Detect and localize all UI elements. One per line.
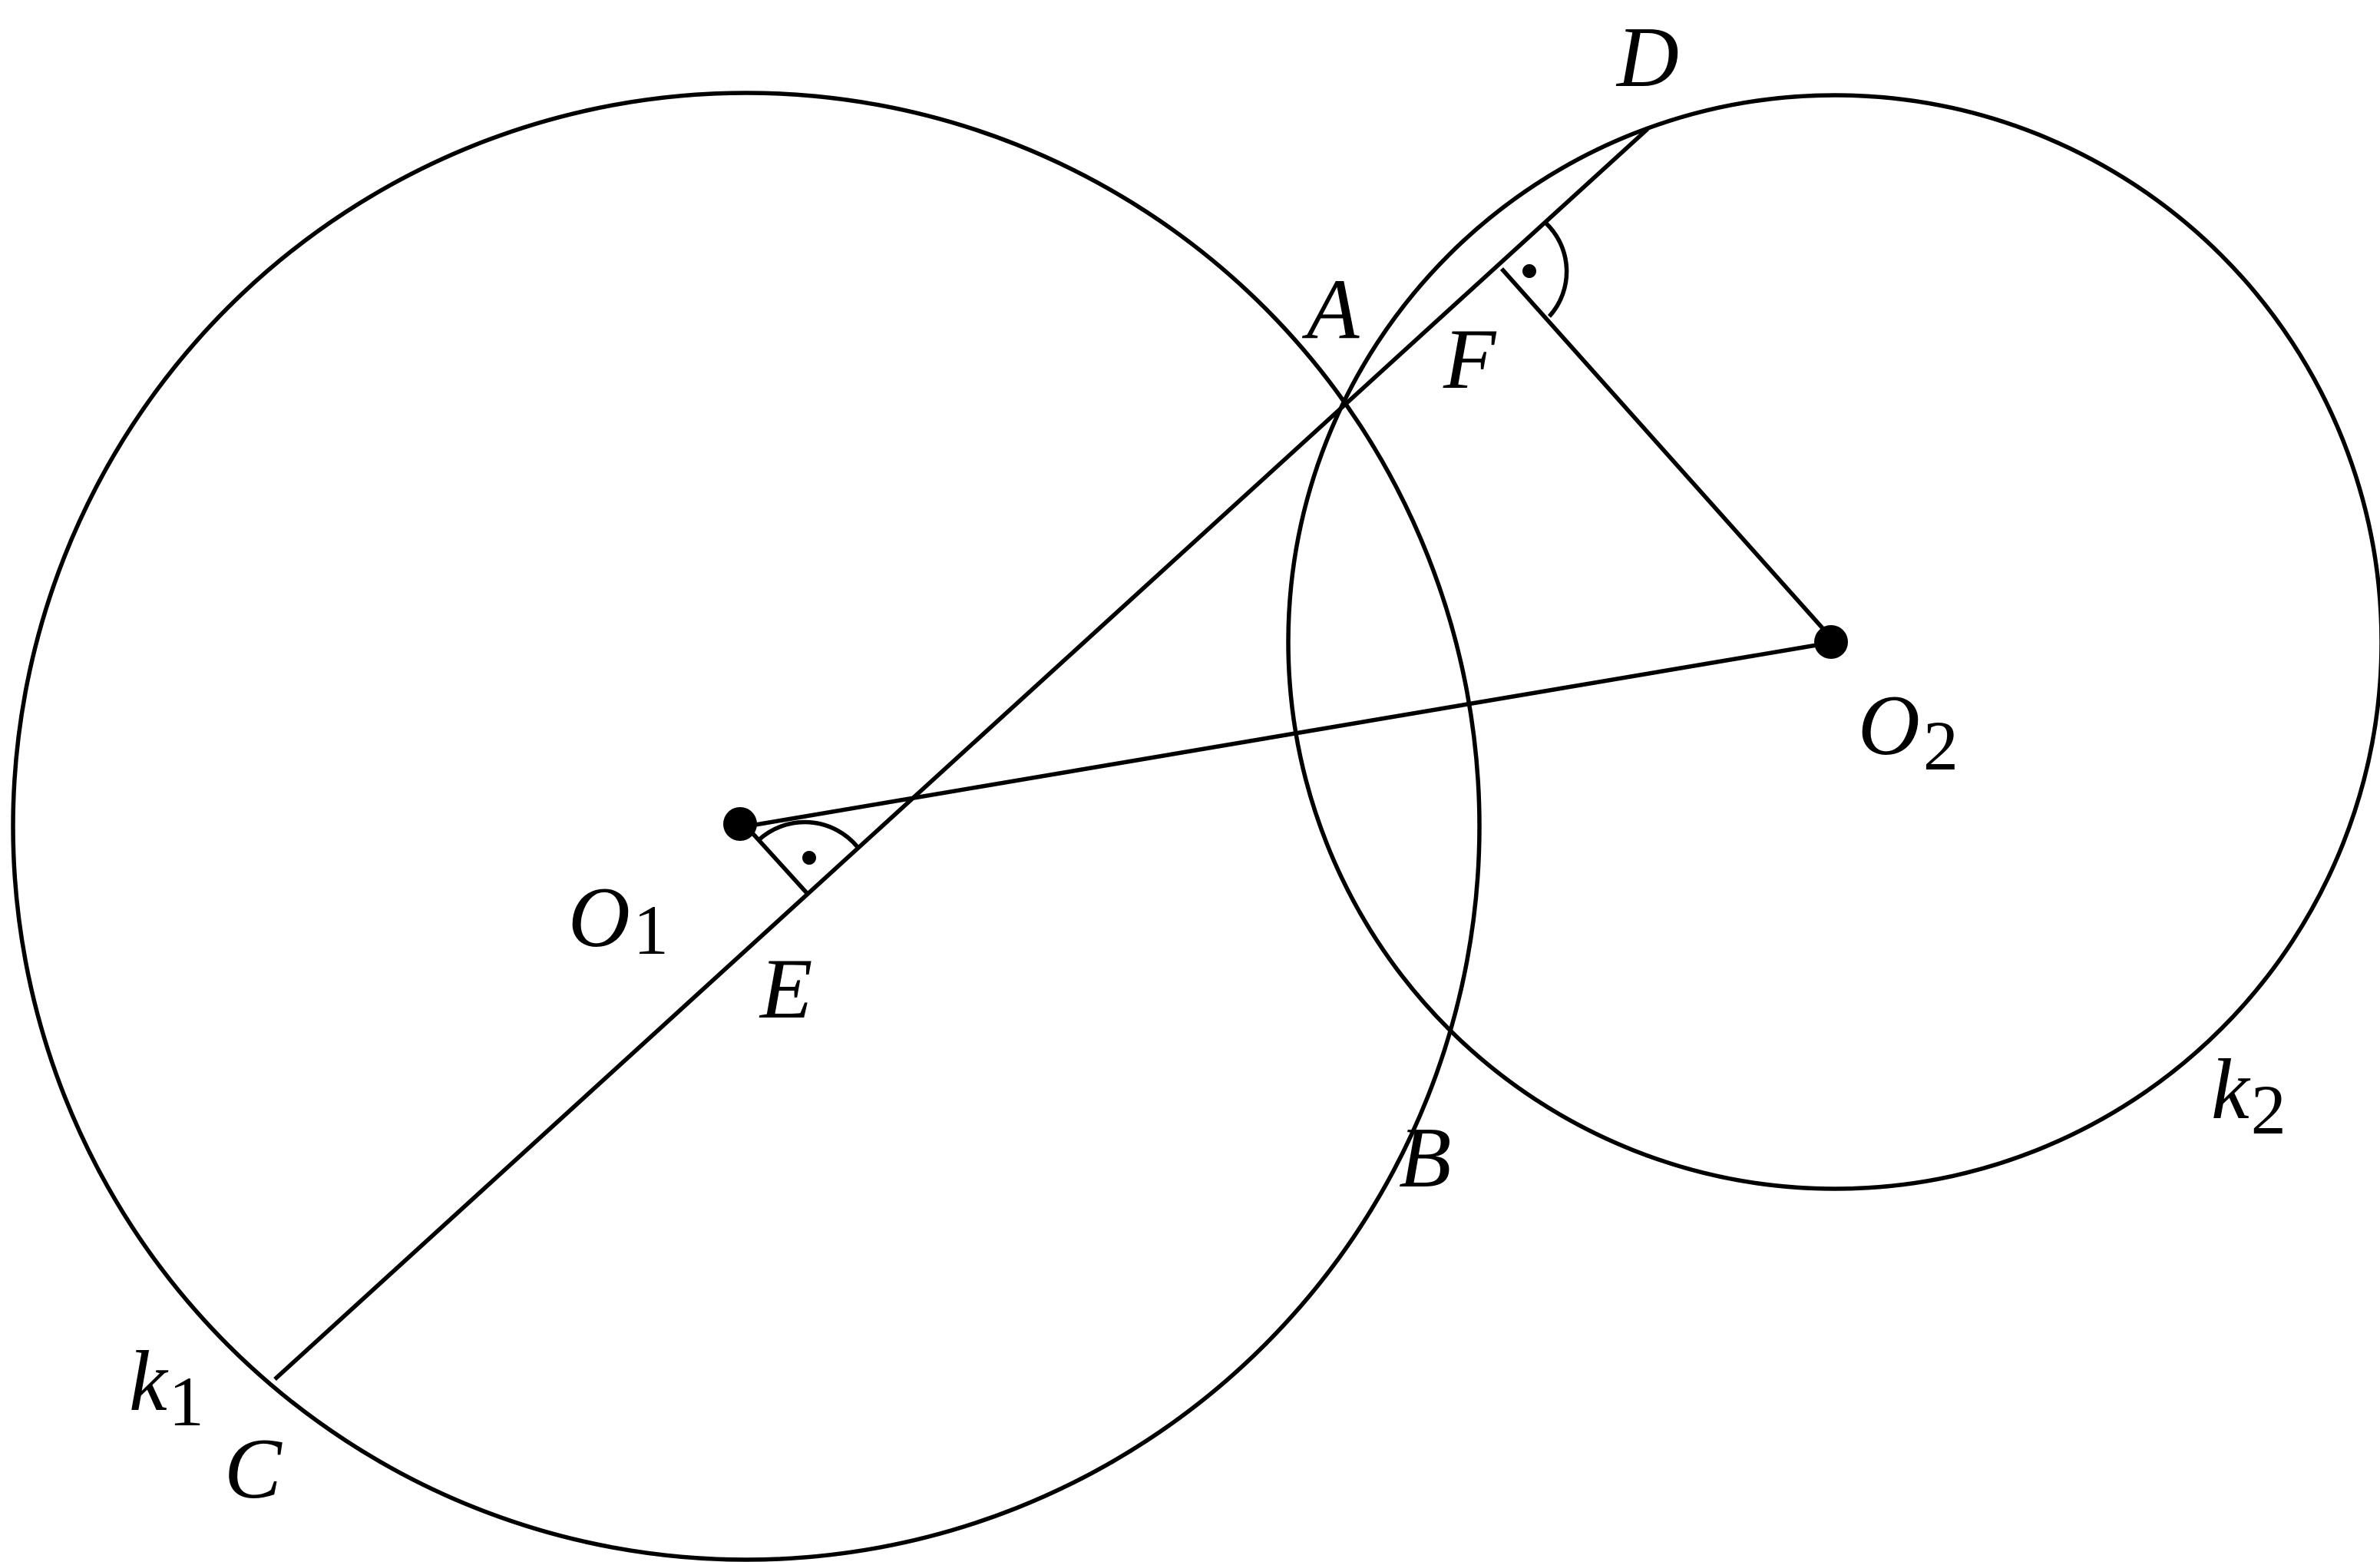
right-angle-dot-F xyxy=(1522,264,1536,278)
label-k1-letter: k xyxy=(129,1334,169,1429)
segment-O1-O2 xyxy=(745,640,1836,829)
label-A: A xyxy=(1301,262,1360,357)
segment-O1-E xyxy=(744,825,809,895)
label-k2: k2 xyxy=(2211,1042,2286,1149)
label-F: F xyxy=(1443,312,1497,407)
label-O1-letter: O xyxy=(568,870,630,965)
right-angle-dot-E xyxy=(802,851,816,865)
label-O2-letter: O xyxy=(1858,678,1920,773)
center-point-O2 xyxy=(1814,625,1848,659)
center-point-O1 xyxy=(723,807,757,841)
label-C: C xyxy=(224,1421,283,1517)
label-k1: k1 xyxy=(129,1334,204,1441)
label-O1: O1 xyxy=(568,870,669,969)
segment-O2-F xyxy=(1499,267,1837,644)
label-k2-subscript: 2 xyxy=(2251,1071,2286,1149)
label-O2: O2 xyxy=(1858,678,1959,785)
label-k1-subscript: 1 xyxy=(169,1362,204,1441)
label-D: D xyxy=(1615,10,1679,105)
segment-CD xyxy=(273,127,1649,1382)
label-B: B xyxy=(1399,1110,1451,1206)
label-O2-subscript: 2 xyxy=(1923,707,1959,785)
right-angle-arc-E xyxy=(757,819,860,849)
circle-k1 xyxy=(11,91,1482,1562)
label-O1-subscript: 1 xyxy=(633,891,669,969)
label-E: E xyxy=(759,942,812,1037)
label-k2-letter: k xyxy=(2211,1042,2251,1137)
circle-k2 xyxy=(1286,93,2380,1191)
right-angle-arc-F xyxy=(1544,220,1569,318)
